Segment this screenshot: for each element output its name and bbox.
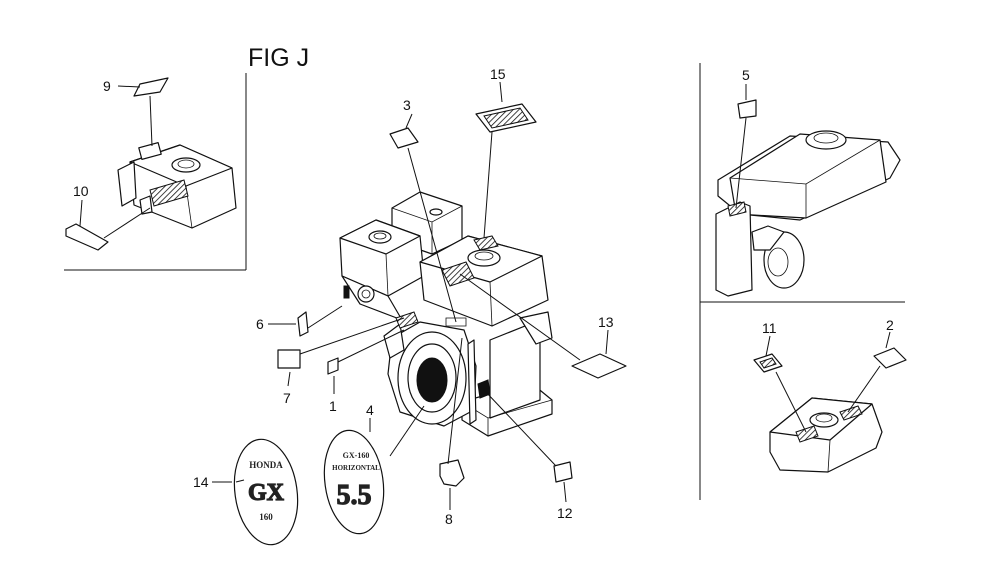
callout-7: 7 [283,390,291,406]
decal-7 [277,349,301,369]
callout-8: 8 [445,511,453,527]
callout-13: 13 [598,314,614,330]
callout-10: 10 [73,183,89,199]
emblem-14-brand: HONDA [249,460,283,470]
emblem-14-size: 160 [259,512,273,522]
inset-fuel-tank-left [117,142,237,229]
decal-10 [65,223,109,251]
callout-6: 6 [256,316,264,332]
callout-12: 12 [557,505,573,521]
callout-1: 1 [329,398,337,414]
callout-5: 5 [742,67,750,83]
figure-title: FIG J [248,44,309,72]
engine-main-assembly [339,191,553,437]
inset-muffler [769,397,883,473]
callout-4: 4 [366,402,374,418]
callout-14: 14 [193,474,209,490]
callout-3: 3 [403,97,411,113]
decal-9 [133,77,169,97]
emblem-4: GX-160 HORIZONTAL 5.5 [323,429,385,535]
inset-frame-right [699,63,905,500]
decal-2 [873,347,907,369]
emblem-14: HONDA GX 160 [233,438,299,546]
emblem-14-model: GX [248,480,285,506]
decal-6 [297,311,309,337]
callout-11: 11 [762,320,777,336]
emblem-4-power: 5.5 [337,480,372,511]
decal-1 [327,357,339,375]
decal-13 [571,353,627,379]
decal-3 [389,127,419,149]
callout-2: 2 [886,317,894,333]
decal-11 [753,353,783,373]
decal-12 [553,461,573,483]
inset-fuel-tank-right-top [715,130,901,297]
decal-5 [737,99,757,119]
inset-frame-top-left [64,73,247,271]
decal-8 [439,459,465,487]
emblem-4-type: HORIZONTAL [332,464,380,472]
decal-15 [475,103,537,133]
callout-9: 9 [103,78,111,94]
emblem-4-model: GX-160 [343,451,370,460]
callout-15: 15 [490,66,506,82]
leader-lines [79,81,891,510]
